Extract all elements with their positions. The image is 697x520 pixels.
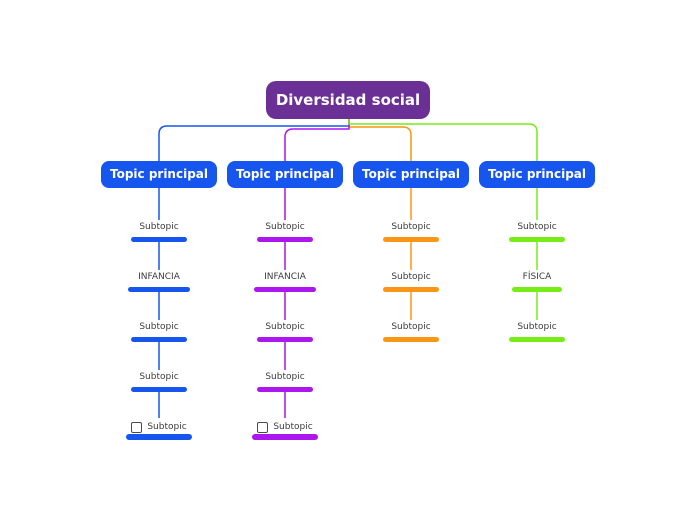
checkbox-icon[interactable] (131, 421, 143, 433)
checkbox-icon[interactable] (257, 421, 269, 433)
subtopic-underline (254, 287, 316, 292)
topic-node-1[interactable]: Topic principal (101, 161, 217, 188)
subtopic-label[interactable]: INFANCIA (138, 272, 180, 282)
topic-node-4[interactable]: Topic principal (479, 161, 595, 188)
subtopic-underline (257, 337, 313, 342)
subtopic-label[interactable]: Subtopic (139, 372, 179, 382)
connector-root-branch-4 (348, 119, 538, 162)
subtopic-label[interactable]: Subtopic (391, 222, 431, 232)
connector-root-branch-2 (284, 119, 350, 162)
subtopic-underline (512, 287, 562, 292)
subtopic-underline (509, 337, 565, 342)
subtopic-underline (383, 337, 439, 342)
subtopic-underline (383, 237, 439, 242)
subtopic-label: Subtopic (147, 422, 187, 432)
subtopic-underline (252, 434, 318, 440)
subtopic-checkbox-row[interactable]: Subtopic (220, 420, 350, 434)
subtopic-label[interactable]: INFANCIA (264, 272, 306, 282)
subtopic-underline (131, 337, 187, 342)
subtopic-label[interactable]: Subtopic (139, 222, 179, 232)
topic-node-2[interactable]: Topic principal (227, 161, 343, 188)
subtopic-label[interactable]: Subtopic (139, 322, 179, 332)
connector-root-branch-3 (348, 119, 412, 162)
subtopic-label: Subtopic (273, 422, 313, 432)
root-node[interactable]: Diversidad social (266, 81, 430, 119)
subtopic-underline (383, 287, 439, 292)
subtopic-label[interactable]: Subtopic (265, 372, 305, 382)
subtopic-label[interactable]: Subtopic (391, 272, 431, 282)
subtopic-label[interactable]: Subtopic (391, 322, 431, 332)
subtopic-label[interactable]: Subtopic (265, 222, 305, 232)
subtopic-underline (128, 287, 190, 292)
subtopic-underline (126, 434, 192, 440)
subtopic-label[interactable]: Subtopic (517, 322, 557, 332)
subtopic-label[interactable]: Subtopic (517, 222, 557, 232)
subtopic-label[interactable]: FÍSICA (522, 272, 552, 282)
connector-root-branch-1 (158, 119, 350, 162)
subtopic-underline (131, 387, 187, 392)
subtopic-underline (131, 237, 187, 242)
subtopic-underline (257, 387, 313, 392)
subtopic-checkbox-row[interactable]: Subtopic (94, 420, 224, 434)
topic-node-3[interactable]: Topic principal (353, 161, 469, 188)
subtopic-underline (509, 237, 565, 242)
subtopic-underline (257, 237, 313, 242)
subtopic-label[interactable]: Subtopic (265, 322, 305, 332)
